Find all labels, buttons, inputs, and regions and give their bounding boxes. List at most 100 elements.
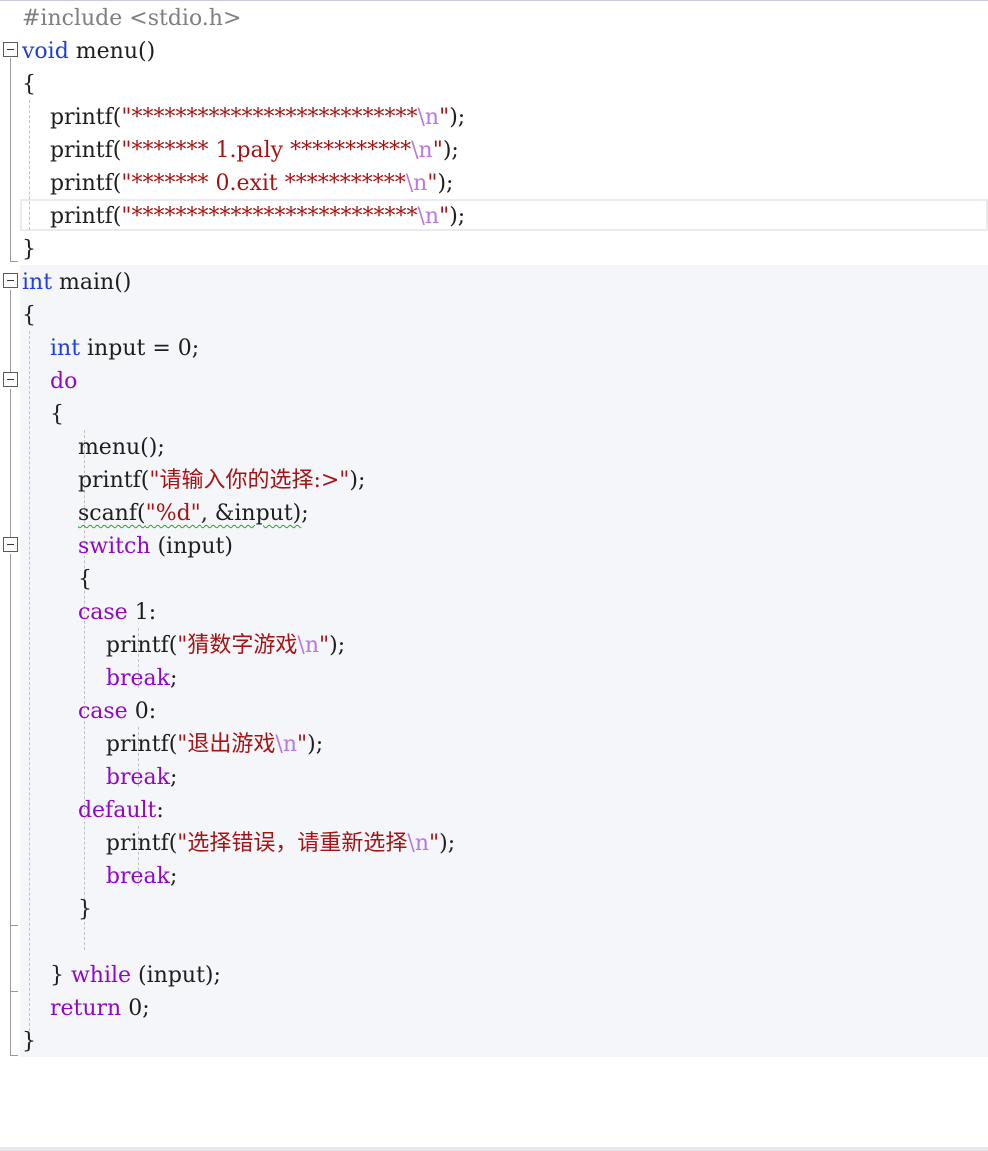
- code-token: printf(: [22, 633, 178, 658]
- indent-guide-default: [138, 826, 139, 886]
- code-token: [22, 699, 78, 724]
- code-line[interactable]: int main(): [22, 266, 131, 299]
- code-token: "猜数字游戏: [177, 633, 298, 658]
- code-token: printf(: [22, 732, 178, 757]
- code-line[interactable]: case 0:: [22, 695, 156, 728]
- main-function-highlight: [20, 265, 988, 1057]
- code-token: do: [49, 369, 78, 394]
- code-token: 1:: [127, 600, 157, 625]
- fold-outline-main-2: [10, 389, 11, 537]
- code-token: [22, 600, 78, 625]
- code-token: 0;: [121, 996, 150, 1021]
- code-token: switch: [77, 534, 151, 559]
- code-line[interactable]: } while (input);: [22, 959, 221, 992]
- code-line[interactable]: printf("请输入你的选择:>");: [22, 464, 365, 497]
- code-token: );: [307, 732, 324, 757]
- code-token: }: [22, 897, 92, 922]
- collapse-switch-icon[interactable]: [3, 537, 18, 552]
- code-token: ": [439, 204, 450, 229]
- code-token: int: [22, 270, 53, 295]
- code-token: );: [349, 468, 366, 493]
- code-line[interactable]: printf("猜数字游戏\n");: [22, 629, 345, 662]
- code-line[interactable]: void menu(): [22, 35, 155, 68]
- indent-guide-case0: [138, 727, 139, 787]
- code-token: [22, 336, 50, 361]
- code-line[interactable]: break;: [22, 761, 178, 794]
- code-line[interactable]: printf("**************************\n");: [22, 101, 465, 134]
- indent-guide-do: [84, 430, 85, 950]
- code-token: case: [77, 699, 128, 724]
- code-line[interactable]: }: [22, 893, 92, 926]
- code-line[interactable]: do: [22, 365, 77, 398]
- collapse-main-icon[interactable]: [3, 273, 18, 288]
- code-line[interactable]: int input = 0;: [22, 332, 199, 365]
- code-line[interactable]: menu();: [22, 431, 165, 464]
- code-token: break: [105, 864, 170, 889]
- code-token: main(): [52, 270, 132, 295]
- collapse-do-icon[interactable]: [3, 372, 18, 387]
- code-token: [22, 996, 50, 1021]
- code-token: printf(: [22, 204, 122, 229]
- code-token: );: [439, 831, 456, 856]
- code-token: ": [297, 732, 308, 757]
- code-token: ;: [170, 765, 178, 790]
- code-token: {: [22, 72, 36, 97]
- code-token: :: [156, 798, 164, 823]
- code-token: break: [105, 666, 170, 691]
- code-token: return: [49, 996, 122, 1021]
- code-token: [22, 369, 50, 394]
- code-line[interactable]: printf("******* 0.exit ***********\n");: [22, 167, 454, 200]
- code-line[interactable]: case 1:: [22, 596, 156, 629]
- code-line[interactable]: break;: [22, 662, 178, 695]
- code-token: , &input): [200, 501, 302, 526]
- code-line[interactable]: }: [22, 233, 36, 266]
- code-token: ": [432, 138, 443, 163]
- code-token: [22, 798, 78, 823]
- code-token: \n: [411, 138, 433, 163]
- code-token: {: [22, 402, 64, 427]
- code-line[interactable]: return 0;: [22, 992, 150, 1025]
- code-token: }: [22, 1029, 36, 1054]
- code-token: );: [449, 204, 466, 229]
- code-token: \n: [405, 171, 428, 196]
- code-line[interactable]: default:: [22, 794, 164, 827]
- code-line[interactable]: printf("选择错误，请重新选择\n");: [22, 827, 455, 860]
- code-token: \n: [275, 732, 298, 757]
- fold-outline-menu-end: [10, 261, 18, 262]
- code-line[interactable]: {: [22, 299, 36, 332]
- fold-outline-main-3: [10, 554, 11, 1055]
- code-line[interactable]: scanf("%d", &input);: [22, 497, 309, 530]
- fold-outline-main-end: [10, 1055, 18, 1056]
- code-line[interactable]: printf("退出游戏\n");: [22, 728, 323, 761]
- code-token: \n: [417, 105, 440, 130]
- code-line[interactable]: switch (input): [22, 530, 233, 563]
- current-line-highlight: [20, 199, 988, 231]
- code-token: break: [105, 765, 170, 790]
- code-token: menu();: [22, 435, 165, 460]
- code-token: "**************************: [121, 204, 418, 229]
- code-token: default: [77, 798, 157, 823]
- code-line[interactable]: printf("**************************\n");: [22, 200, 465, 233]
- code-token: }: [22, 237, 36, 262]
- code-line[interactable]: #include <stdio.h>: [22, 2, 241, 35]
- code-token: );: [442, 138, 459, 163]
- fold-outline-do-end: [10, 991, 18, 992]
- code-line[interactable]: {: [22, 563, 92, 596]
- code-token: input = 0;: [80, 336, 200, 361]
- code-line[interactable]: printf("******* 1.paly ***********\n");: [22, 134, 459, 167]
- code-token: [22, 765, 106, 790]
- indent-guide-main: [29, 331, 30, 1031]
- code-line[interactable]: }: [22, 1025, 36, 1058]
- code-token: "请输入你的选择:>": [149, 468, 350, 493]
- code-token: printf(: [22, 171, 122, 196]
- code-token: ;: [170, 666, 178, 691]
- code-token: {: [22, 303, 36, 328]
- code-line[interactable]: {: [22, 398, 64, 431]
- collapse-menu-icon[interactable]: [3, 42, 18, 57]
- code-token: case: [77, 600, 128, 625]
- code-line[interactable]: {: [22, 68, 36, 101]
- code-token: [22, 501, 78, 526]
- code-token: printf(: [22, 138, 122, 163]
- code-line[interactable]: break;: [22, 860, 178, 893]
